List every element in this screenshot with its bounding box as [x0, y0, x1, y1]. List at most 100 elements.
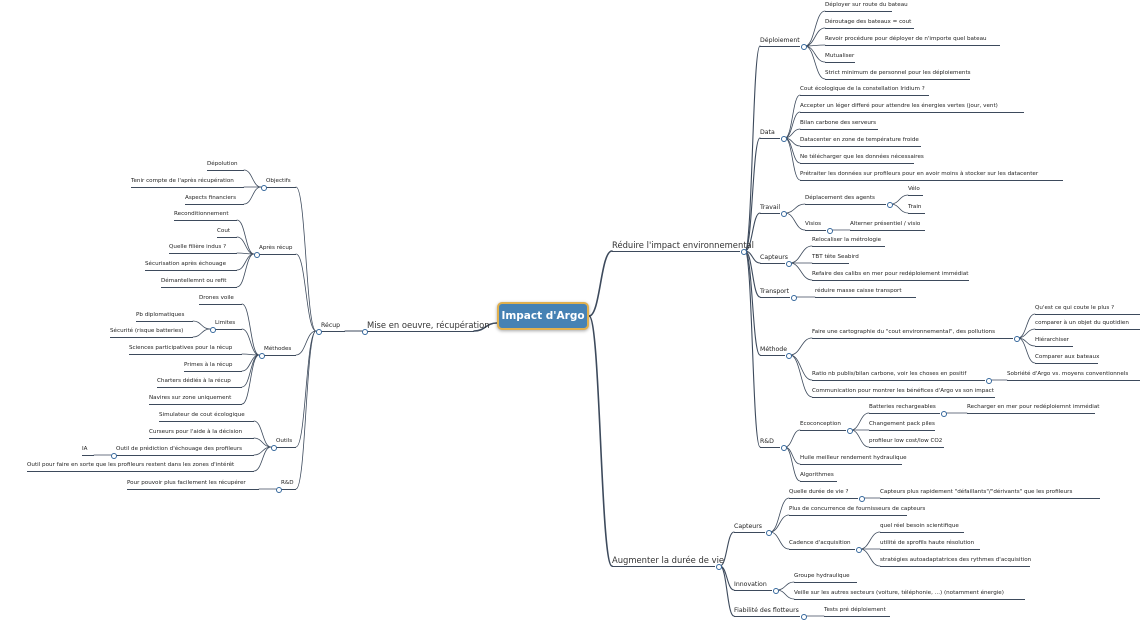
topic-visios[interactable]: Visios	[805, 221, 822, 227]
topic-capteurs[interactable]: Capteurs	[760, 254, 788, 261]
collapse-toggle-transport[interactable]	[791, 295, 797, 301]
topic-tbt-tete-seabird[interactable]: TBT tête Seabird	[812, 254, 859, 260]
collapse-toggle-outil-de-prediction-d-echouage-des-profi[interactable]	[111, 453, 117, 459]
topic-strict-minimum-de-personnel-pour-les-dep[interactable]: Strict minimum de personnel pour les dép…	[825, 70, 971, 76]
collapse-toggle-methode[interactable]	[786, 353, 792, 359]
topic-utilite-de-sprofils-haute-resolution[interactable]: utilité de sprofils haute résolution	[880, 540, 975, 546]
topic-recup[interactable]: Récup	[321, 322, 341, 329]
topic-outil-de-prediction-d-echouage-des-profi[interactable]: Outil de prédiction d'échouage des profi…	[116, 446, 243, 452]
topic-recharger-en-mer-pour-redeploiemnt-immed[interactable]: Recharger en mer pour redéploiemnt imméd…	[967, 404, 1100, 410]
collapse-toggle-outils[interactable]	[271, 445, 277, 451]
topic-mise-en-oeuvre-recuperation[interactable]: Mise en oeuvre, récupération	[367, 320, 490, 330]
collapse-toggle-visios[interactable]	[827, 228, 833, 234]
topic-pb-diplomatiques[interactable]: Pb diplomatiques	[136, 312, 185, 318]
topic-outils[interactable]: Outils	[276, 438, 293, 444]
topic-changement-pack-piles[interactable]: Changement pack piles	[869, 421, 935, 427]
topic-ecoconception[interactable]: Ecoconception	[800, 421, 841, 427]
topic-sciences-participatives-pour-la-recup[interactable]: Sciences participatives pour la récup	[129, 345, 233, 351]
topic-datacenter-en-zone-de-temperature-froide[interactable]: Datacenter en zone de température froide	[800, 137, 919, 143]
collapse-toggle-deplacement-des-agents[interactable]	[887, 202, 893, 208]
topic-reduire-masse-caisse-transport[interactable]: réduire masse caisse transport	[815, 288, 902, 294]
collapse-toggle-innovation[interactable]	[773, 588, 779, 594]
topic-navires-sur-zone-uniquement[interactable]: Navires sur zone uniquement	[149, 395, 232, 401]
topic-travail[interactable]: Travail	[760, 204, 781, 211]
topic-securisation-apres-echouage[interactable]: Sécurisation après échouage	[145, 261, 227, 267]
topic-hierarchiser[interactable]: Hiérarchiser	[1035, 337, 1069, 343]
topic-methode[interactable]: Méthode	[760, 346, 788, 353]
topic-quelle-filiere-indus[interactable]: Quelle filière indus ?	[169, 244, 227, 250]
central-topic-impact-dargo[interactable]: Impact d'Argo	[497, 302, 589, 330]
topic-capteurs-plus-rapidement-defaillants-der[interactable]: Capteurs plus rapidement "défaillants"/"…	[880, 489, 1073, 495]
topic-outil-pour-faire-en-sorte-que-les-profil[interactable]: Outil pour faire en sorte que les profil…	[27, 462, 235, 468]
topic-sobriete-d-argo-vs-moyens-conventionnels[interactable]: Sobriété d'Argo vs. moyens conventionnel…	[1007, 371, 1129, 377]
topic-tests-pre-deploiement[interactable]: Tests pré déploiement	[824, 607, 886, 613]
topic-quelle-duree-de-vie[interactable]: Quelle durée de vie ?	[789, 489, 849, 495]
topic-revoir-procedure-pour-deployer-de-n-impo[interactable]: Revoir procédure pour déployer de n'impo…	[825, 36, 987, 42]
topic-deplacement-des-agents[interactable]: Déplacement des agents	[805, 195, 875, 201]
collapse-toggle-capteurs[interactable]	[766, 530, 772, 536]
topic-accepter-un-leger-differe-pour-attendre-[interactable]: Accepter un léger differé pour attendre …	[800, 103, 998, 109]
collapse-toggle-quelle-duree-de-vie[interactable]	[859, 496, 865, 502]
topic-transport[interactable]: Transport	[760, 288, 790, 295]
topic-batteries-rechargeables[interactable]: Batteries rechargeables	[869, 404, 936, 410]
collapse-toggle-methodes[interactable]	[259, 353, 265, 359]
topic-drones-voile[interactable]: Drones voile	[199, 295, 234, 301]
collapse-toggle-recup[interactable]	[316, 329, 322, 335]
topic-faire-une-cartographie-du-cout-environne[interactable]: Faire une cartographie du "cout environn…	[812, 329, 996, 335]
topic-objectifs[interactable]: Objectifs	[266, 178, 291, 184]
topic-groupe-hydraulique[interactable]: Groupe hydraulique	[794, 573, 850, 579]
topic-r-d[interactable]: R&D	[760, 438, 774, 445]
collapse-toggle-objectifs[interactable]	[261, 185, 267, 191]
collapse-toggle-deploiement[interactable]	[801, 44, 807, 50]
topic-deroutage-des-bateaux-cout[interactable]: Déroutage des bateaux = cout	[825, 19, 912, 25]
topic-cout[interactable]: Cout	[217, 228, 231, 234]
topic-ne-telecharger-que-les-donnees-necessair[interactable]: Ne télécharger que les données nécessair…	[800, 154, 924, 160]
topic-deployer-sur-route-du-bateau[interactable]: Déployer sur route du bateau	[825, 2, 908, 8]
topic-communication-pour-montrer-les-benefices[interactable]: Communication pour montrer les bénéfices…	[812, 388, 994, 394]
topic-ia[interactable]: IA	[82, 446, 88, 452]
topic-methodes[interactable]: Méthodes	[264, 346, 292, 352]
topic-mutualiser[interactable]: Mutualiser	[825, 53, 855, 59]
topic-simulateur-de-cout-ecologique[interactable]: Simulateur de cout écologique	[159, 412, 245, 418]
topic-innovation[interactable]: Innovation	[734, 581, 767, 588]
topic-algorithmes[interactable]: Algorithmes	[800, 472, 834, 478]
topic-fiabilite-des-flotteurs[interactable]: Fiabilité des flotteurs	[734, 607, 799, 614]
collapse-toggle-reduire-l-impact-environnemental[interactable]	[741, 249, 747, 255]
collapse-toggle-r-d[interactable]	[276, 487, 282, 493]
topic-securite-risque-batteries[interactable]: Sécurité (risque batteries)	[110, 328, 184, 334]
topic-data[interactable]: Data	[760, 129, 775, 136]
topic-primes-a-la-recup[interactable]: Primes à la récup	[184, 362, 233, 368]
topic-bilan-carbone-des-serveurs[interactable]: Bilan carbone des serveurs	[800, 120, 877, 126]
topic-aspects-financiers[interactable]: Aspects financiers	[185, 195, 237, 201]
collapse-toggle-faire-une-cartographie-du-cout-environne[interactable]	[1014, 336, 1020, 342]
topic-huile-meilleur-rendement-hydraulique[interactable]: Huile meilleur rendement hydraulique	[800, 455, 907, 461]
topic-strategies-autoadaptatrices-des-rythmes-[interactable]: stratégies autoadaptatrices des rythmes …	[880, 557, 1032, 563]
topic-train[interactable]: Train	[908, 204, 922, 210]
topic-apres-recup[interactable]: Après récup	[259, 245, 293, 251]
topic-refaire-des-calibs-en-mer-pour-redeploie[interactable]: Refaire des calibs en mer pour redéploie…	[812, 271, 969, 277]
collapse-toggle-limites[interactable]	[210, 327, 216, 333]
collapse-toggle-mise-en-oeuvre-recuperation[interactable]	[362, 329, 368, 335]
collapse-toggle-fiabilite-des-flotteurs[interactable]	[801, 614, 807, 620]
topic-capteurs[interactable]: Capteurs	[734, 523, 762, 530]
topic-limites[interactable]: Limites	[215, 320, 236, 326]
collapse-toggle-batteries-rechargeables[interactable]	[941, 411, 947, 417]
collapse-toggle-augmenter-la-duree-de-vie[interactable]	[716, 564, 722, 570]
topic-deploiement[interactable]: Déploiement	[760, 37, 800, 44]
topic-velo[interactable]: Vélo	[908, 186, 920, 192]
collapse-toggle-r-d[interactable]	[781, 445, 787, 451]
topic-quel-reel-besoin-scientifique[interactable]: quel réel besoin scientifique	[880, 523, 959, 529]
topic-comparer-aux-bateaux[interactable]: Comparer aux bateaux	[1035, 354, 1100, 360]
topic-relocaliser-la-metrologie[interactable]: Relocaliser la métrologie	[812, 237, 882, 243]
topic-reduire-l-impact-environnemental[interactable]: Réduire l'impact environnemental	[612, 240, 754, 250]
topic-ratio-nb-publis-bilan-carbone-voir-les-c[interactable]: Ratio nb publis/bilan carbone, voir les …	[812, 371, 967, 377]
topic-curseurs-pour-l-aide-a-la-decision[interactable]: Curseurs pour l'aide à la décision	[149, 429, 243, 435]
topic-qu-est-ce-qui-coute-le-plus[interactable]: Qu'est ce qui coute le plus ?	[1035, 305, 1115, 311]
topic-augmenter-la-duree-de-vie[interactable]: Augmenter la durée de vie	[612, 555, 725, 565]
topic-cadence-d-acquisition[interactable]: Cadence d'acquisition	[789, 540, 851, 546]
topic-depolution[interactable]: Dépolution	[207, 161, 238, 167]
topic-tenir-compte-de-l-apres-recuperation[interactable]: Tenir compte de l'après récupération	[131, 178, 234, 184]
topic-r-d[interactable]: R&D	[281, 480, 294, 486]
topic-pretraiter-les-donnees-sur-profileurs-po[interactable]: Prétraiter les données sur profileurs po…	[800, 171, 1039, 177]
topic-reconditionnement[interactable]: Reconditionnement	[174, 211, 229, 217]
